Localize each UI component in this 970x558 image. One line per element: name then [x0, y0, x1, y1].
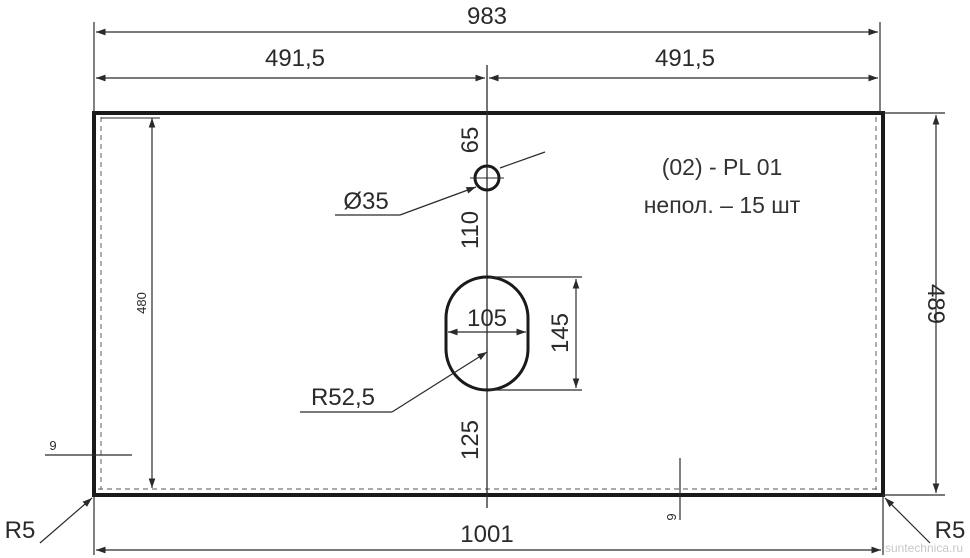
bowl-cutout [444, 275, 530, 392]
dim-text-r5-left: R5 [5, 517, 36, 544]
dim-text-diameter: Ø35 [343, 188, 388, 215]
dia35-leader-diag [399, 186, 477, 216]
countertop-outline [92, 111, 885, 497]
note-line-2: непол. – 15 шт [644, 192, 801, 218]
dim-text-480: 480 [134, 292, 149, 314]
r5-left-leader [39, 497, 93, 544]
r5-right-leader [884, 497, 931, 544]
dim-text-105: 105 [467, 305, 507, 332]
watermark: suntechnica.ru [885, 541, 963, 555]
dim-text-half-left: 491,5 [265, 45, 325, 72]
dim-text-1001: 1001 [460, 521, 513, 548]
dim-text-r525: R52,5 [311, 384, 375, 411]
tap-hole-leader [499, 151, 546, 169]
r525-leader-diag [391, 351, 488, 413]
dim-text-983: 983 [467, 3, 507, 30]
dim-text-65: 65 [457, 127, 484, 154]
dim-text-489: 489 [922, 284, 949, 324]
dim-text-9-bottom: 9 [664, 513, 679, 520]
dim-text-125: 125 [457, 420, 484, 460]
note-line-1: (02) - PL 01 [662, 154, 783, 180]
dim-text-145: 145 [547, 313, 574, 353]
dim-text-9-left: 9 [49, 438, 56, 453]
dim-text-110: 110 [457, 211, 484, 249]
dim-text-half-right: 491,5 [655, 45, 715, 72]
dim-text-r5-right: R5 [935, 517, 966, 544]
